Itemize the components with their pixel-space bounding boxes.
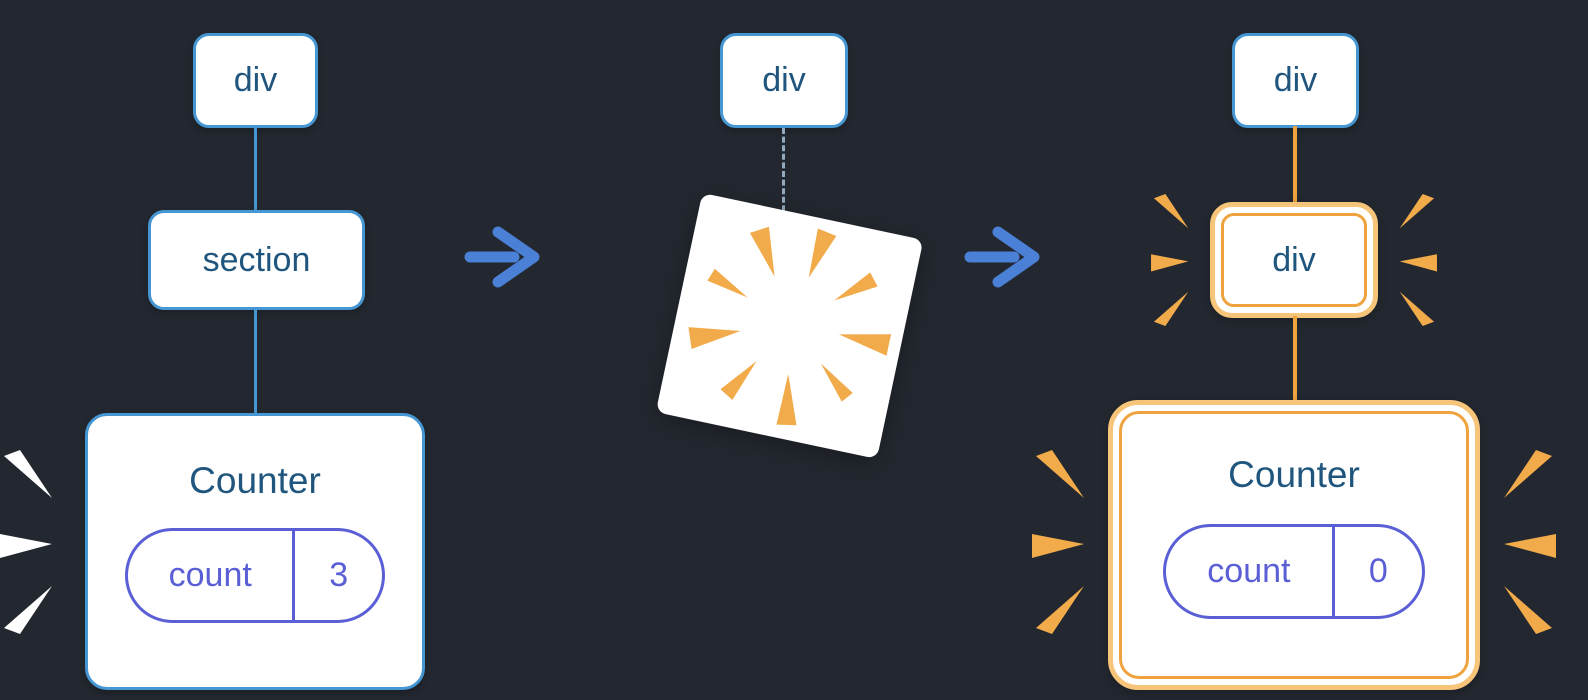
- tree-edge-new: [1293, 316, 1297, 404]
- spark-burst-icon: [1504, 450, 1556, 634]
- state-key: count: [1166, 527, 1335, 616]
- component-title: Counter: [1228, 454, 1360, 495]
- state-pill: count 0: [1163, 524, 1425, 619]
- state-value: 0: [1368, 552, 1388, 590]
- counter-component-card-after: Counter count 0: [1119, 411, 1469, 679]
- spark-burst-icon: [1151, 194, 1189, 326]
- spark-burst-icon: [0, 450, 52, 634]
- node-div-root-after: div: [1232, 33, 1359, 128]
- node-section: section: [148, 210, 365, 310]
- arrow-right-icon: [464, 226, 540, 288]
- highlighted-div-node: div: [1210, 202, 1378, 318]
- spark-burst-icon: [1399, 194, 1437, 326]
- state-value: 3: [329, 556, 349, 594]
- tree-edge-new: [1293, 126, 1297, 206]
- state-key: count: [128, 531, 296, 620]
- node-div-root-removed: div: [720, 33, 848, 128]
- node-label: section: [202, 240, 311, 279]
- state-pill: count 3: [125, 528, 385, 623]
- spark-burst-icon: [1032, 450, 1084, 634]
- node-label: div: [1273, 61, 1318, 99]
- node-label: div: [1272, 240, 1316, 279]
- node-label: div: [762, 61, 806, 99]
- poof-explosion-icon: [657, 194, 922, 458]
- detached-edge: [782, 128, 785, 220]
- node-div-root-before: div: [193, 33, 318, 128]
- node-div-new: div: [1221, 213, 1367, 307]
- tree-edge: [254, 308, 257, 416]
- counter-component-card-before: Counter count 3: [85, 413, 425, 690]
- tree-edge: [254, 126, 257, 214]
- highlighted-counter-card: Counter count 0: [1108, 400, 1480, 690]
- arrow-right-icon: [964, 226, 1040, 288]
- component-title: Counter: [189, 460, 321, 501]
- node-label: div: [233, 61, 278, 99]
